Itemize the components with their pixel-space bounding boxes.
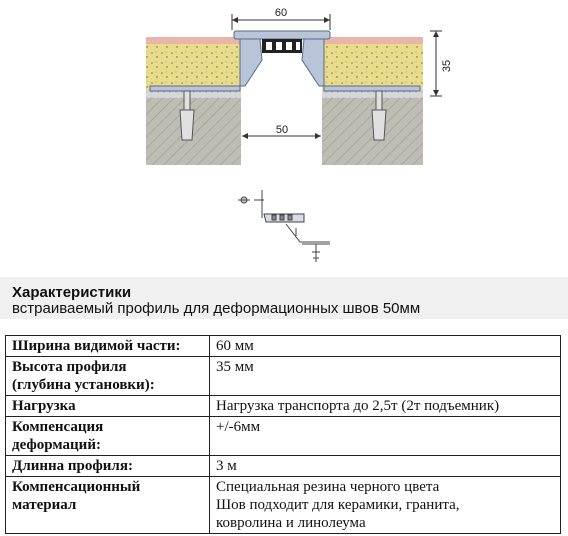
spec-table: Ширина видимой части: 60 мм Высота профи…	[5, 335, 561, 534]
spec-value: Нагрузка транспорта до 2,5т (2т подъемни…	[209, 395, 561, 417]
dimension-top-label: 60	[275, 7, 287, 19]
spec-value: +/-6мм	[209, 416, 561, 456]
anchor-bolt-left	[179, 90, 195, 141]
spec-label: Ширина видимой части:	[5, 335, 210, 357]
table-row: Ширина видимой части: 60 мм	[5, 335, 561, 357]
table-row: Длинна профиля: 3 м	[5, 455, 561, 477]
spec-value: 35 мм	[209, 356, 561, 396]
spec-label: Нагрузка	[5, 395, 210, 417]
table-row: Высота профиля(глубина установки): 35 мм	[5, 356, 561, 396]
profile-section	[149, 30, 421, 92]
characteristics-header: Характеристики встраиваемый профиль для …	[0, 277, 568, 319]
page-title: Характеристики	[12, 284, 132, 301]
spec-label: Длинна профиля:	[5, 455, 210, 477]
spec-label: Высота профиля(глубина установки):	[5, 356, 210, 396]
joint-profile-drawing: 60 35 50	[146, 7, 453, 262]
table-row: Нагрузка Нагрузка транспорта до 2,5т (2т…	[5, 395, 561, 417]
left-concrete-block	[146, 37, 241, 165]
page-subtitle: встраиваемый профиль для деформационных …	[12, 300, 421, 317]
spec-value: 3 м	[209, 455, 561, 477]
anchor-bolt-right	[371, 90, 387, 141]
profile-detail-icon	[238, 190, 330, 262]
right-concrete-block	[322, 37, 423, 165]
dimension-gap-label: 50	[276, 124, 288, 136]
spec-value: 60 мм	[209, 335, 561, 357]
dimension-right-label: 35	[441, 60, 453, 72]
